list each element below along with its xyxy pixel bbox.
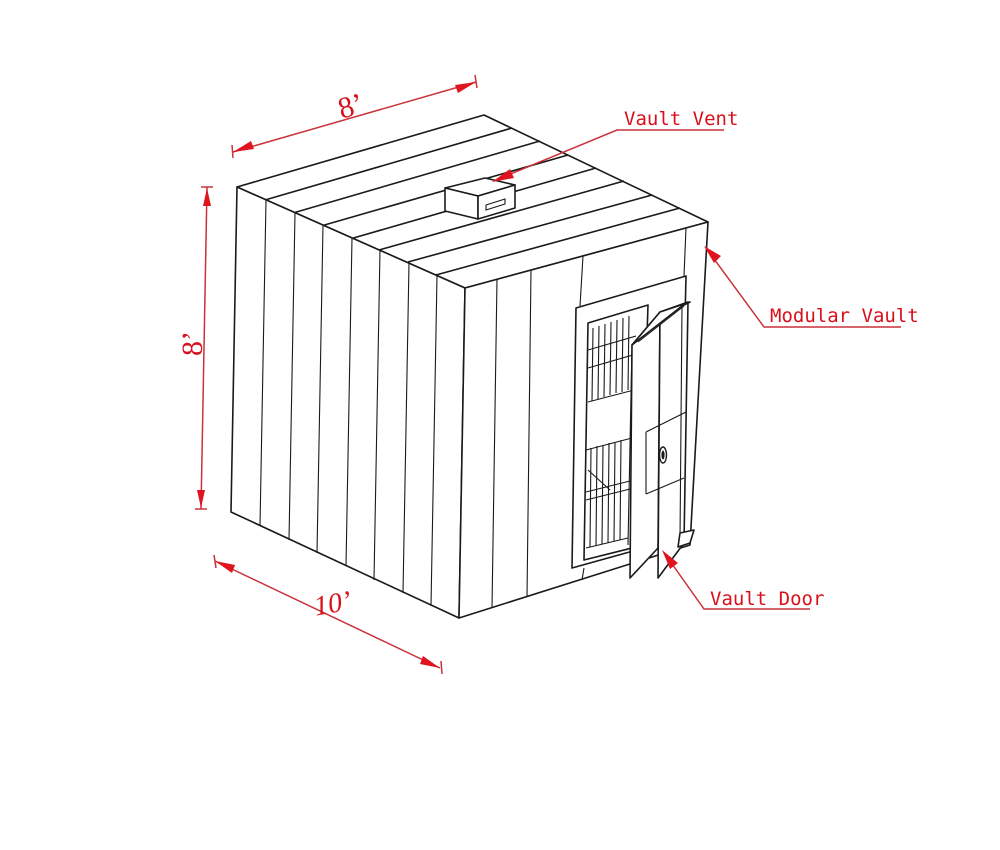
dimension-depth-label: 8’ <box>334 87 367 126</box>
dimension-width: 10’ <box>213 554 443 675</box>
modular-vault-body <box>230 114 709 619</box>
callout-modular-vault-label: Modular Vault <box>770 305 919 327</box>
dimension-width-label: 10’ <box>312 586 354 623</box>
callout-vault-vent: Vault Vent <box>492 108 738 182</box>
dimension-height: 8’ <box>176 186 213 510</box>
front-wall-panel-seams <box>491 227 687 609</box>
callout-vault-vent-label: Vault Vent <box>624 108 738 130</box>
callout-vault-door-label: Vault Door <box>710 588 824 610</box>
vault-door <box>629 301 695 579</box>
day-gate-upper <box>587 315 637 403</box>
callout-modular-vault: Modular Vault <box>704 246 919 328</box>
callout-vault-door: Vault Door <box>662 550 824 610</box>
vault-vent <box>444 177 516 220</box>
dimension-height-label: 8’ <box>176 331 209 356</box>
left-wall-panel-seams <box>259 199 438 607</box>
day-gate-lower <box>585 437 633 549</box>
